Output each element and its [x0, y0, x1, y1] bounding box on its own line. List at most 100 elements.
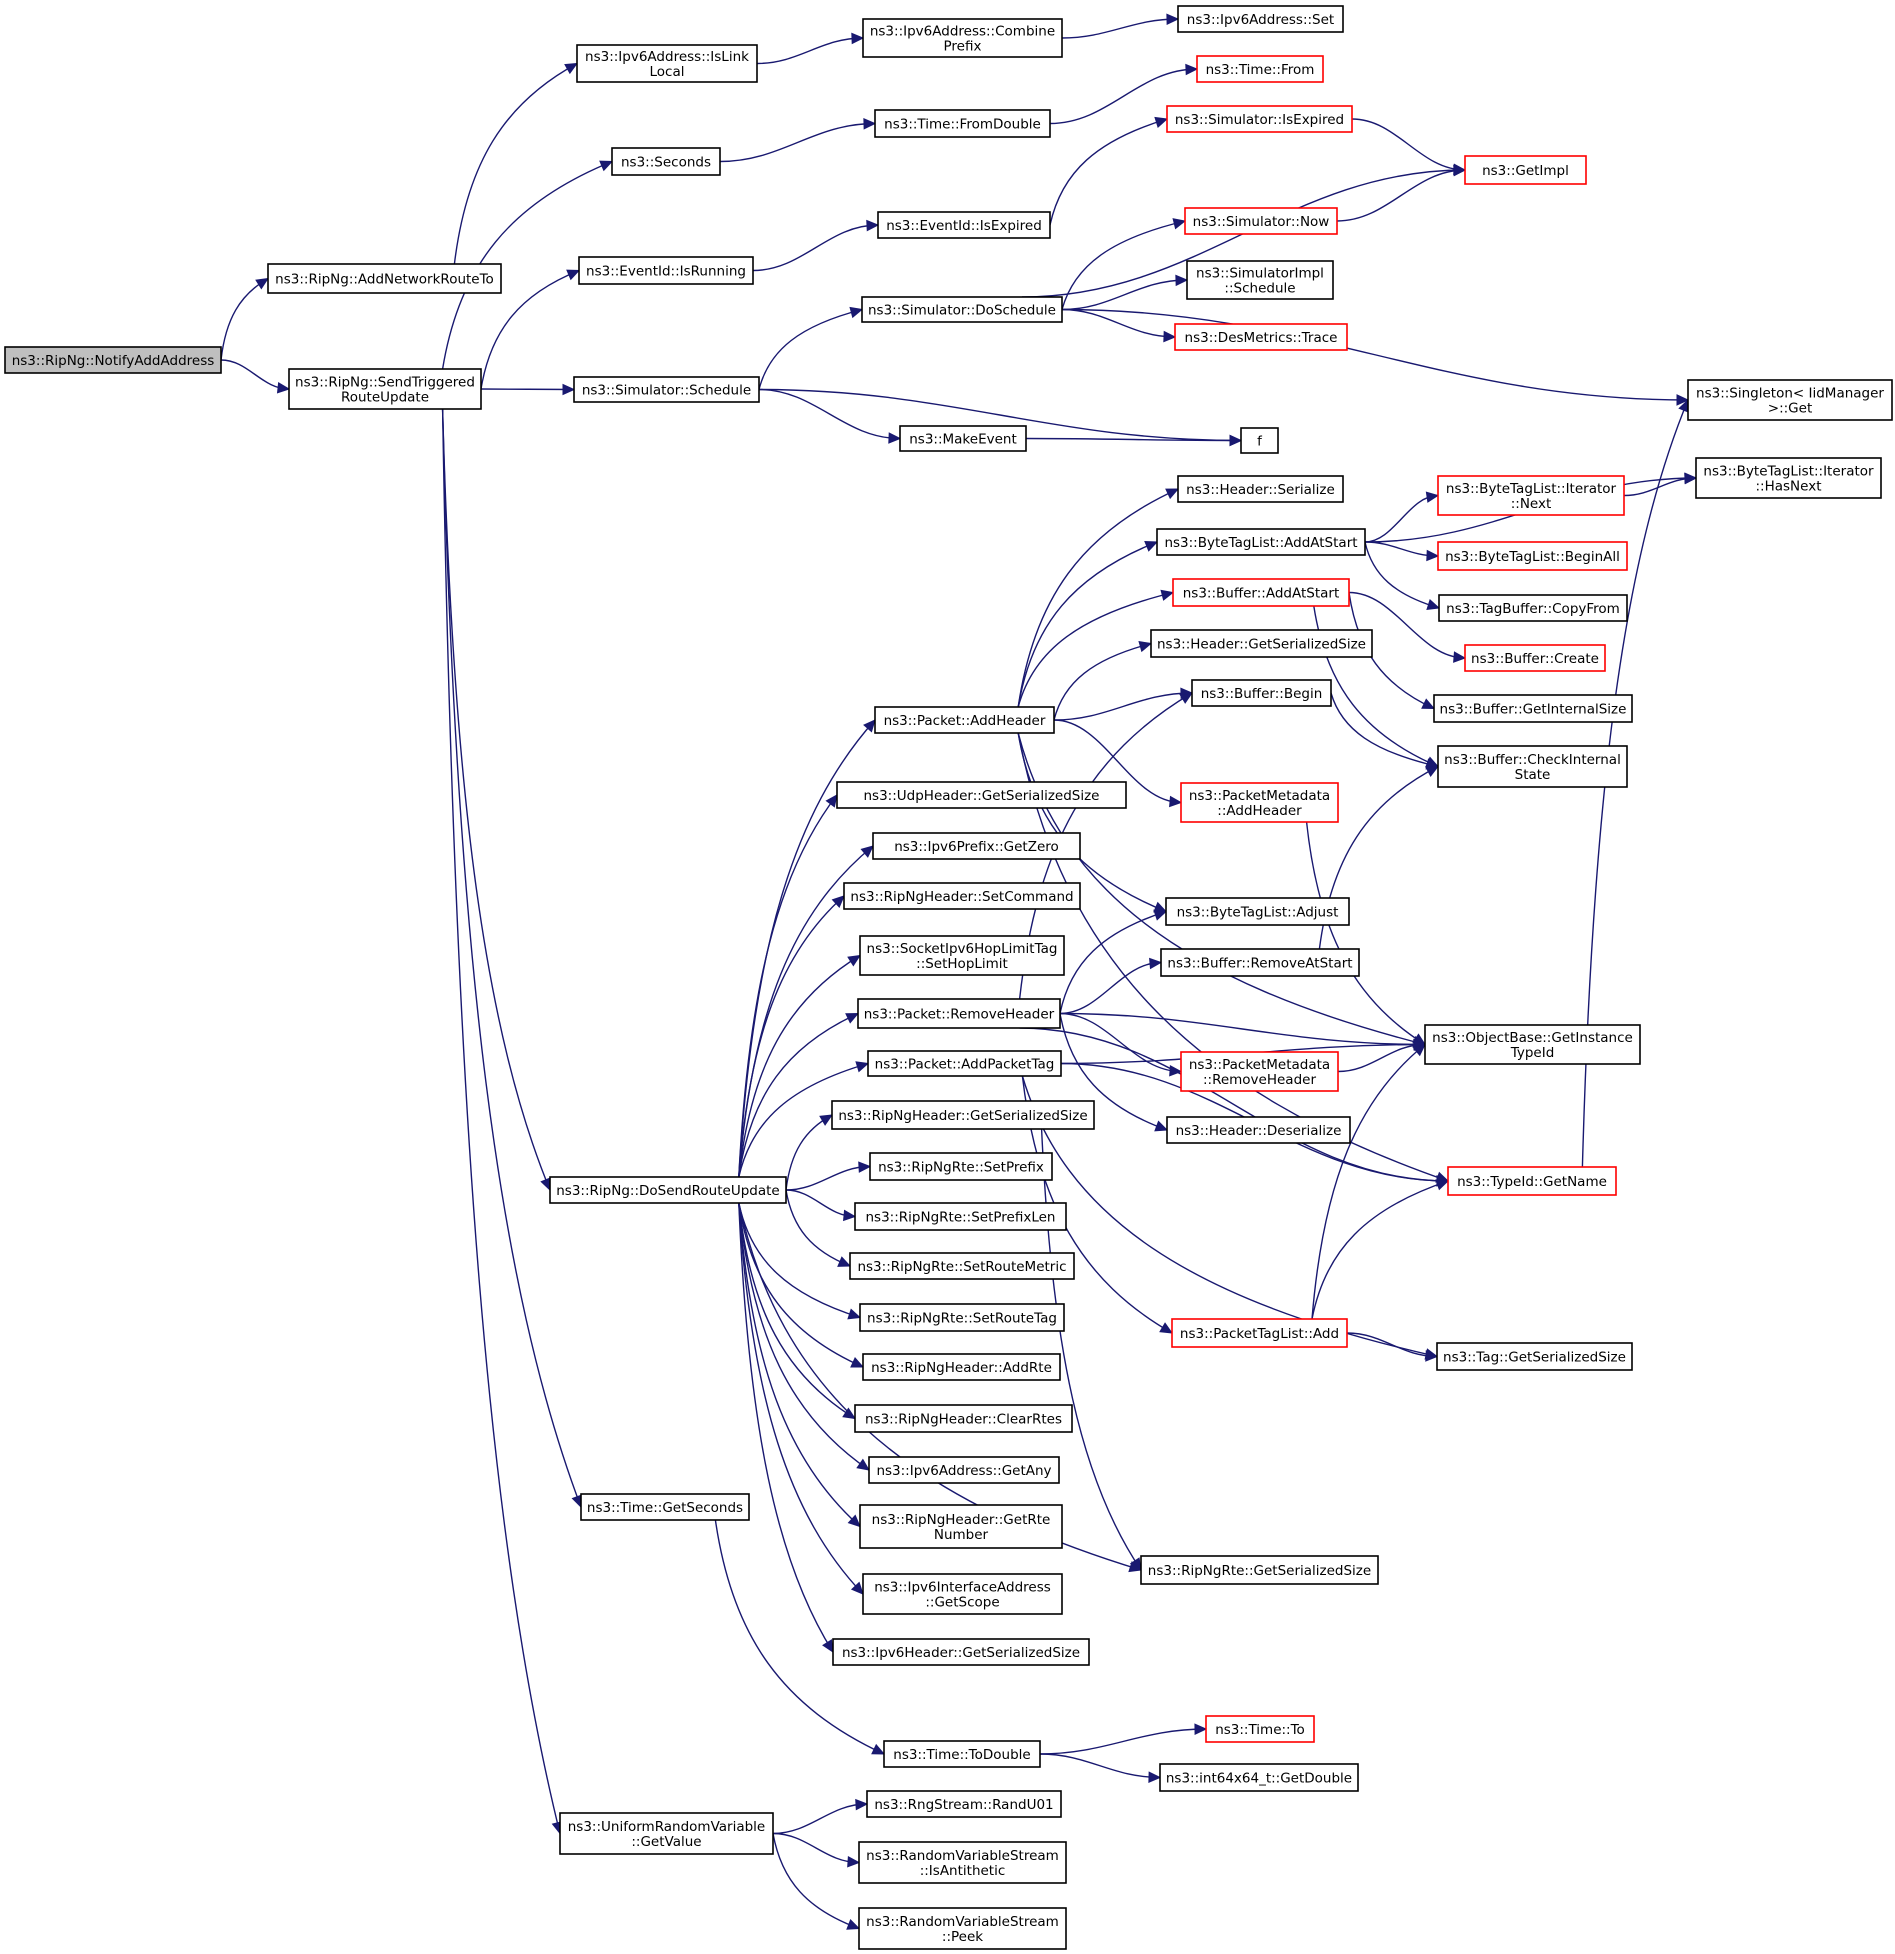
node-rtesize[interactable]: ns3::RipNgRte::GetSerializedSize: [1140, 1555, 1379, 1585]
edge-line: [1311, 1043, 1426, 1320]
node-box: [1166, 105, 1353, 133]
node-evexpired[interactable]: ns3::EventId::IsExpired: [877, 211, 1051, 239]
node-singleton[interactable]: ns3::Singleton< IidManager>::Get: [1687, 379, 1893, 421]
node-pktremoveheader[interactable]: ns3::Packet::RemoveHeader: [857, 998, 1061, 1029]
node-label: ns3::Tag::GetSerializedSize: [1443, 1350, 1626, 1366]
node-pktaddheader[interactable]: ns3::Packet::AddHeader: [874, 706, 1055, 734]
node-ipv6set[interactable]: ns3::Ipv6Address::Set: [1177, 5, 1344, 33]
node-clearrtes[interactable]: ns3::RipNgHeader::ClearRtes: [854, 1404, 1073, 1433]
edge-line: [441, 408, 561, 1834]
node-addpackettag[interactable]: ns3::Packet::AddPacketTag: [867, 1050, 1062, 1077]
node-box: [1196, 55, 1324, 83]
node-sethoplimit[interactable]: ns3::SocketIpv6HopLimitTag::SetHopLimit: [859, 935, 1065, 976]
node-simexpired[interactable]: ns3::Simulator::IsExpired: [1166, 105, 1353, 133]
node-uniformgetvalue[interactable]: ns3::UniformRandomVariable::GetValue: [559, 1812, 774, 1855]
edge-ptladd-to-taggetsize: [1346, 1332, 1439, 1362]
node-bufbegin[interactable]: ns3::Buffer::Begin: [1191, 679, 1332, 707]
node-taggetsize[interactable]: ns3::Tag::GetSerializedSize: [1436, 1342, 1633, 1371]
node-fromdouble[interactable]: ns3::Time::FromDouble: [874, 109, 1051, 138]
node-pmaddheader[interactable]: ns3::PacketMetadata::AddHeader: [1180, 782, 1339, 823]
edge-line: [738, 954, 861, 1178]
node-simschedule[interactable]: ns3::Simulator::Schedule: [573, 376, 760, 403]
node-hdrserialize[interactable]: ns3::Header::Serialize: [1177, 475, 1344, 503]
node-copyfrom[interactable]: ns3::TagBuffer::CopyFrom: [1438, 594, 1628, 622]
node-hdrgetsize[interactable]: ns3::Header::GetSerializedSize: [1150, 629, 1373, 658]
node-ripnghdrsize[interactable]: ns3::RipNgHeader::GetSerializedSize: [831, 1100, 1095, 1130]
node-box: [858, 1841, 1067, 1884]
node-peek[interactable]: ns3::RandomVariableStream::Peek: [858, 1907, 1067, 1950]
node-setcommand[interactable]: ns3::RipNgHeader::SetCommand: [843, 882, 1081, 910]
node-timeto[interactable]: ns3::Time::To: [1205, 1715, 1315, 1743]
node-makeevent[interactable]: ns3::MakeEvent: [899, 425, 1027, 452]
node-bufcreate[interactable]: ns3::Buffer::Create: [1464, 644, 1606, 672]
node-label: ns3::RipNgRte::GetSerializedSize: [1148, 1563, 1371, 1579]
node-notify[interactable]: ns3::RipNg::NotifyAddAddress: [4, 346, 222, 374]
node-box: [578, 256, 754, 285]
node-btladdatstart[interactable]: ns3::ByteTagList::AddAtStart: [1156, 528, 1366, 556]
node-udpsize[interactable]: ns3::UdpHeader::GetSerializedSize: [836, 781, 1127, 809]
arrowhead-icon: [1163, 330, 1177, 343]
node-doschedule[interactable]: ns3::Simulator::DoSchedule: [861, 296, 1063, 323]
node-getimpl[interactable]: ns3::GetImpl: [1464, 155, 1587, 185]
node-getscope[interactable]: ns3::Ipv6InterfaceAddress::GetScope: [862, 1573, 1063, 1615]
node-label: ::RemoveHeader: [1203, 1072, 1316, 1088]
node-box: [1172, 578, 1350, 607]
node-simimplsched[interactable]: ns3::SimulatorImpl::Schedule: [1186, 260, 1334, 300]
edge-line: [1348, 591, 1466, 659]
edge-line: [719, 122, 876, 163]
node-getany[interactable]: ns3::Ipv6Address::GetAny: [868, 1456, 1060, 1484]
node-getdouble[interactable]: ns3::int64x64_t::GetDouble: [1159, 1763, 1359, 1792]
node-desmetrics[interactable]: ns3::DesMetrics::Trace: [1174, 323, 1348, 351]
edge-pktremoveheader-to-bufremove: [1059, 957, 1163, 1015]
node-hasnext[interactable]: ns3::ByteTagList::Iterator::HasNext: [1695, 457, 1882, 499]
node-todouble[interactable]: ns3::Time::ToDouble: [883, 1740, 1041, 1768]
node-bufinternalsize[interactable]: ns3::Buffer::GetInternalSize: [1433, 694, 1633, 723]
node-label: ns3::Simulator::Schedule: [582, 383, 751, 399]
node-setprefixlen[interactable]: ns3::RipNgRte::SetPrefixLen: [854, 1202, 1067, 1231]
node-hdrdeserialize[interactable]: ns3::Header::Deserialize: [1166, 1116, 1351, 1144]
node-simnow[interactable]: ns3::Simulator::Now: [1184, 207, 1338, 235]
node-f[interactable]: f: [1240, 427, 1279, 454]
arrowhead-icon: [847, 1855, 861, 1868]
node-ipv6hdrsize[interactable]: ns3::Ipv6Header::GetSerializedSize: [832, 1638, 1090, 1666]
node-box: [1166, 1116, 1351, 1144]
edge-fromdouble-to-timefrom: [1049, 63, 1199, 125]
arrowhead-icon: [855, 1061, 870, 1073]
node-addnet[interactable]: ns3::RipNg::AddNetworkRouteTo: [267, 263, 502, 294]
node-isrunning[interactable]: ns3::EventId::IsRunning: [578, 256, 754, 285]
node-getzero[interactable]: ns3::Ipv6Prefix::GetZero: [872, 832, 1081, 860]
node-bufremove[interactable]: ns3::Buffer::RemoveAtStart: [1160, 948, 1360, 977]
node-timefrom[interactable]: ns3::Time::From: [1196, 55, 1324, 83]
node-label: ns3::Ipv6Prefix::GetZero: [894, 839, 1059, 855]
node-seconds[interactable]: ns3::Seconds: [611, 147, 721, 176]
node-beginall[interactable]: ns3::ByteTagList::BeginAll: [1437, 541, 1628, 571]
node-itnext[interactable]: ns3::ByteTagList::Iterator::Next: [1437, 475, 1625, 516]
node-label: ::IsAntithetic: [920, 1863, 1006, 1879]
node-setprefix[interactable]: ns3::RipNgRte::SetPrefix: [869, 1152, 1053, 1181]
edge-dosend-to-addrte: [738, 1202, 865, 1368]
node-isantithetic[interactable]: ns3::RandomVariableStream::IsAntithetic: [858, 1841, 1067, 1884]
node-label: ns3::EventId::IsRunning: [586, 264, 746, 280]
node-btladjust[interactable]: ns3::ByteTagList::Adjust: [1165, 897, 1350, 926]
node-dosend[interactable]: ns3::RipNg::DoSendRouteUpdate: [549, 1176, 787, 1204]
node-addrte[interactable]: ns3::RipNgHeader::AddRte: [862, 1353, 1061, 1381]
edge-line: [758, 388, 901, 440]
node-setroutetag[interactable]: ns3::RipNgRte::SetRouteTag: [859, 1303, 1065, 1332]
node-setroutemetric[interactable]: ns3::RipNgRte::SetRouteMetric: [849, 1252, 1075, 1280]
node-box: [1180, 782, 1339, 823]
node-label: ns3::Buffer::Create: [1471, 651, 1599, 667]
node-getseconds[interactable]: ns3::Time::GetSeconds: [580, 1493, 750, 1521]
node-bufaddatstart[interactable]: ns3::Buffer::AddAtStart: [1172, 578, 1350, 607]
arrowhead-icon: [866, 219, 880, 232]
node-ptladd[interactable]: ns3::PacketTagList::Add: [1171, 1318, 1348, 1348]
node-getname[interactable]: ns3::TypeId::GetName: [1447, 1166, 1617, 1196]
node-box: [1464, 155, 1587, 185]
node-randu01[interactable]: ns3::RngStream::RandU01: [866, 1790, 1062, 1818]
node-pmremoveheader[interactable]: ns3::PacketMetadata::RemoveHeader: [1180, 1051, 1339, 1092]
